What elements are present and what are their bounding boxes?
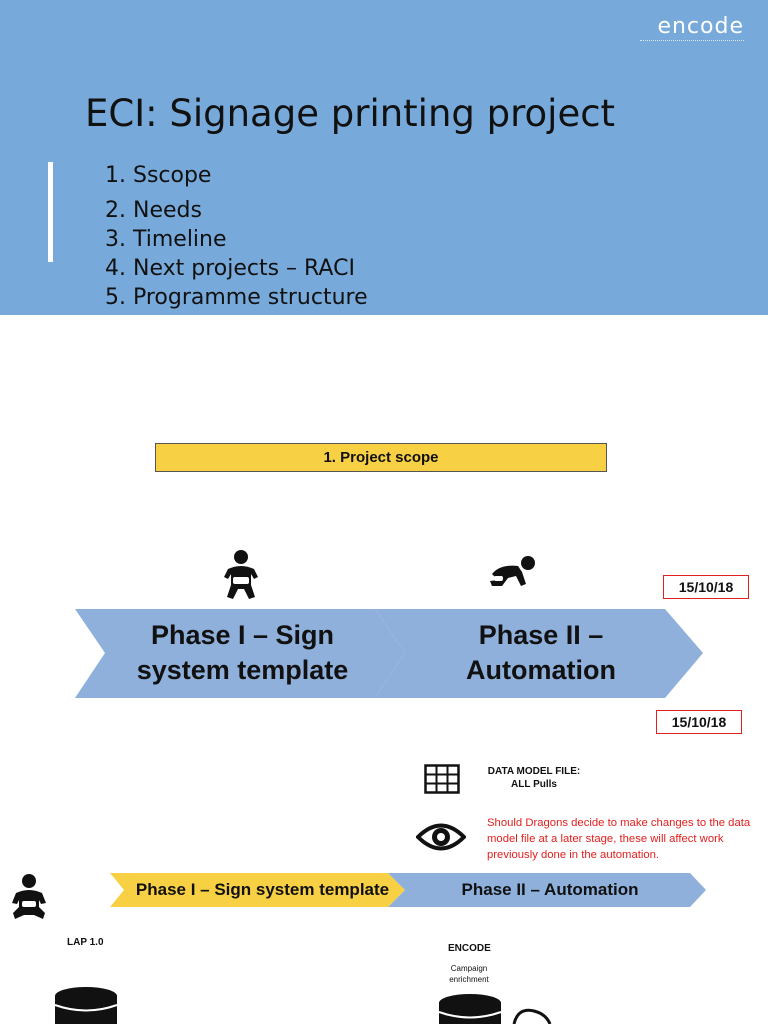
phase-2-bar <box>388 873 706 907</box>
toc-item: 4. Next projects – RACI <box>105 256 355 281</box>
data-model-line2: ALL Pulls <box>511 779 557 790</box>
database-icon <box>54 987 118 1024</box>
phase-2-bar-label: Phase II – Automation <box>461 880 639 899</box>
phase-1-chevron <box>75 609 405 698</box>
phase-2-label: Phase II – Automation <box>410 618 672 688</box>
note-line: model file at a later stage, these will … <box>487 833 724 845</box>
phase-1-bar-label: Phase I – Sign system template <box>135 880 390 899</box>
eye-icon <box>416 823 466 851</box>
toc-item: 3. Timeline <box>105 227 227 252</box>
baby-standing-icon <box>224 550 258 599</box>
lap-label: LAP 1.0 <box>67 937 104 948</box>
phase-1-bar <box>110 873 405 907</box>
table-of-contents: 1. Sscope 2. Needs 3. Timeline 4. Next p… <box>105 160 368 312</box>
phase-2-line1: Phase II – <box>478 620 604 650</box>
database-icon <box>438 994 552 1024</box>
phase-1-label: Phase I – Sign system template <box>100 618 385 688</box>
phase-2-chevron <box>375 609 703 698</box>
toc-item: 2. Needs <box>105 198 202 223</box>
table-grid-icon <box>424 764 460 794</box>
note-line: previously done in the automation. <box>487 849 660 861</box>
campaign-line1: Campaign <box>450 964 488 973</box>
campaign-line2: enrichment <box>449 975 489 984</box>
phase-1-line2: system template <box>136 655 349 685</box>
encode-logo: encode <box>657 14 744 39</box>
note-line: Should Dragons decide to make changes to… <box>487 817 751 829</box>
phase-1-line1: Phase I – Sign <box>150 620 335 650</box>
data-model-label: DATA MODEL FILE: ALL Pulls <box>474 765 594 791</box>
campaign-label: Campaign enrichment <box>434 963 504 985</box>
encode-label: ENCODE <box>448 943 491 954</box>
phase-2-line2: Automation <box>466 655 616 685</box>
logo-tagline-dots <box>640 40 744 43</box>
page-title: ECI: Signage printing project <box>85 92 616 135</box>
toc-item: 5. Programme structure <box>105 285 368 310</box>
date-badge-bottom: 15/10/18 <box>656 710 742 734</box>
section-heading: 1. Project scope <box>155 443 607 472</box>
warning-note: Should Dragons decide to make changes to… <box>487 815 763 863</box>
baby-crawling-icon <box>490 556 535 586</box>
accent-bar <box>48 162 53 262</box>
baby-sitting-icon <box>12 874 46 919</box>
data-model-line1: DATA MODEL FILE: <box>487 766 581 777</box>
date-badge-top: 15/10/18 <box>663 575 749 599</box>
header-band: encode ECI: Signage printing project 1. … <box>0 0 768 315</box>
toc-item: 1. Sscope <box>105 163 212 188</box>
